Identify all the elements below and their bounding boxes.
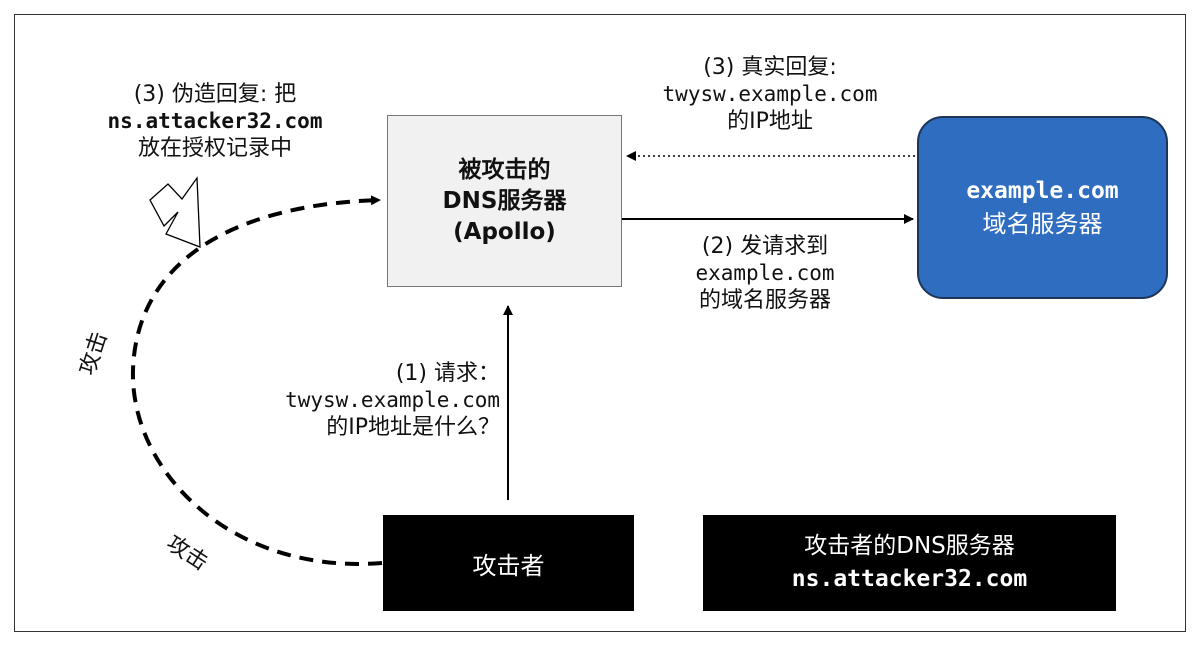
apollo-line-3: (Apollo) <box>453 218 556 245</box>
apollo-dns-server-box: 被攻击的 DNS服务器 (Apollo) <box>387 115 622 287</box>
example-com-nameserver-box: example.com 域名服务器 <box>917 116 1168 299</box>
apollo-line-1: 被攻击的 <box>458 156 551 183</box>
step1-line-3: 的IP地址是什么？ <box>326 415 500 440</box>
step3-real-reply-label: (3) 真实回复: twysw.example.com 的IP地址 <box>620 54 920 135</box>
step1-line-2: twysw.example.com <box>285 388 500 412</box>
step3-forged-line-2: ns.attacker32.com <box>107 109 323 133</box>
diagram-frame <box>14 14 1186 632</box>
step2-line-1: (2) 发请求到 <box>701 234 829 259</box>
step1-label: (1) 请求： twysw.example.com 的IP地址是什么？ <box>200 360 500 441</box>
step1-line-1: (1) 请求： <box>395 361 500 386</box>
step3-forged-line-3: 放在授权记录中 <box>137 136 292 161</box>
step3-forged-line-1: (3) 伪造回复: 把 <box>133 82 297 107</box>
step3-real-line-1: (3) 真实回复: <box>703 55 837 80</box>
attack-dashed-curve <box>130 195 383 566</box>
step3-real-line-3: 的IP地址 <box>727 109 813 134</box>
example-ns-line-2: 域名服务器 <box>982 209 1103 238</box>
hollow-down-arrow <box>149 176 201 248</box>
step2-line-3: 的域名服务器 <box>698 288 831 313</box>
attacker-dns-server-box: 攻击者的DNS服务器 ns.attacker32.com <box>703 515 1116 611</box>
apollo-line-2: DNS服务器 <box>442 187 567 214</box>
attacker-ns-line-2: ns.attacker32.com <box>791 566 1028 592</box>
step3-forged-reply-label: (3) 伪造回复: 把 ns.attacker32.com 放在授权记录中 <box>55 81 375 162</box>
attacker-box: 攻击者 <box>383 515 634 611</box>
step3-real-line-2: twysw.example.com <box>662 82 878 106</box>
step2-label: (2) 发请求到 example.com 的域名服务器 <box>640 233 890 314</box>
example-ns-line-1: example.com <box>966 177 1119 204</box>
step2-line-2: example.com <box>695 261 835 285</box>
attacker-label: 攻击者 <box>472 551 545 580</box>
attacker-ns-line-1: 攻击者的DNS服务器 <box>804 533 1015 559</box>
